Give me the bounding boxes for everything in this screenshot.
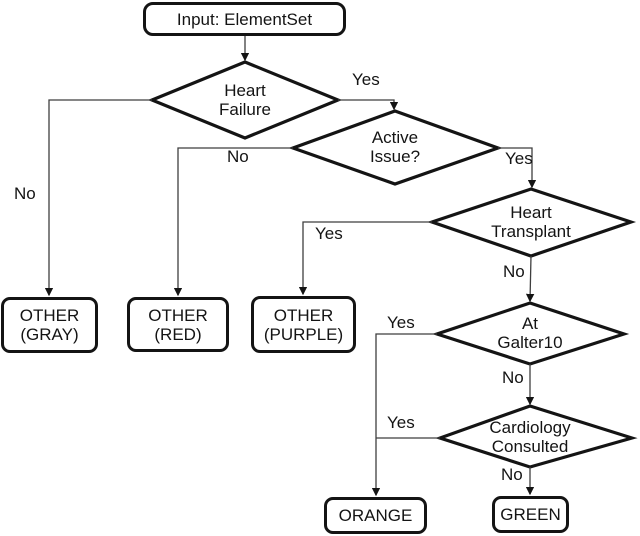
heart-failure-diamond-shape — [147, 60, 343, 140]
heart-transplant-diamond-shape — [427, 187, 637, 258]
edge-label-cardiology-no: No — [501, 465, 523, 484]
cardiology-consulted-diamond-shape — [435, 404, 638, 469]
edge-label-heart-transplant-no: No — [503, 262, 525, 281]
node-green: GREEN — [492, 496, 569, 533]
edge-label-at-galter10-yes: Yes — [387, 313, 415, 332]
edge-label-at-galter10-no: No — [502, 368, 524, 387]
edge-label-heart-failure-yes: Yes — [352, 70, 380, 89]
edge-label-active-issue-yes: Yes — [505, 149, 533, 168]
node-green-label: GREEN — [500, 505, 561, 524]
edge-label-active-issue-no: No — [227, 147, 249, 166]
node-other-gray-label: OTHER (GRAY) — [19, 306, 80, 344]
edge-label-heart-transplant-yes: Yes — [315, 224, 343, 243]
edge-active-issue-yes-line — [498, 147, 537, 189]
at-galter10-diamond-shape — [431, 301, 630, 366]
edge-heart-failure-yes-line — [338, 99, 399, 111]
edge-label-cardiology-yes: Yes — [387, 413, 415, 432]
edge-label-heart-failure-no: No — [14, 184, 36, 203]
edge-heart-transplant-yes-line — [298, 221, 432, 296]
edge-heart-transplant-no-line — [525, 255, 535, 303]
node-other-red-label: OTHER (RED) — [148, 305, 208, 344]
node-orange-label: ORANGE — [338, 506, 413, 525]
node-orange: ORANGE — [324, 497, 427, 534]
active-issue-diamond-shape — [288, 109, 503, 186]
node-input-elementset: Input: ElementSet — [143, 2, 346, 36]
node-other-red: OTHER (RED) — [127, 297, 229, 352]
node-input-elementset-label: Input: ElementSet — [176, 9, 313, 29]
edge-active-issue-no-line — [173, 147, 293, 297]
node-other-gray: OTHER (GRAY) — [1, 297, 98, 353]
node-other-purple: OTHER (PURPLE) — [251, 296, 356, 353]
node-other-purple-label: OTHER (PURPLE) — [263, 305, 344, 344]
edge-heart-failure-no-line — [44, 99, 152, 297]
edge-at-galter10-yes-line — [371, 333, 437, 497]
